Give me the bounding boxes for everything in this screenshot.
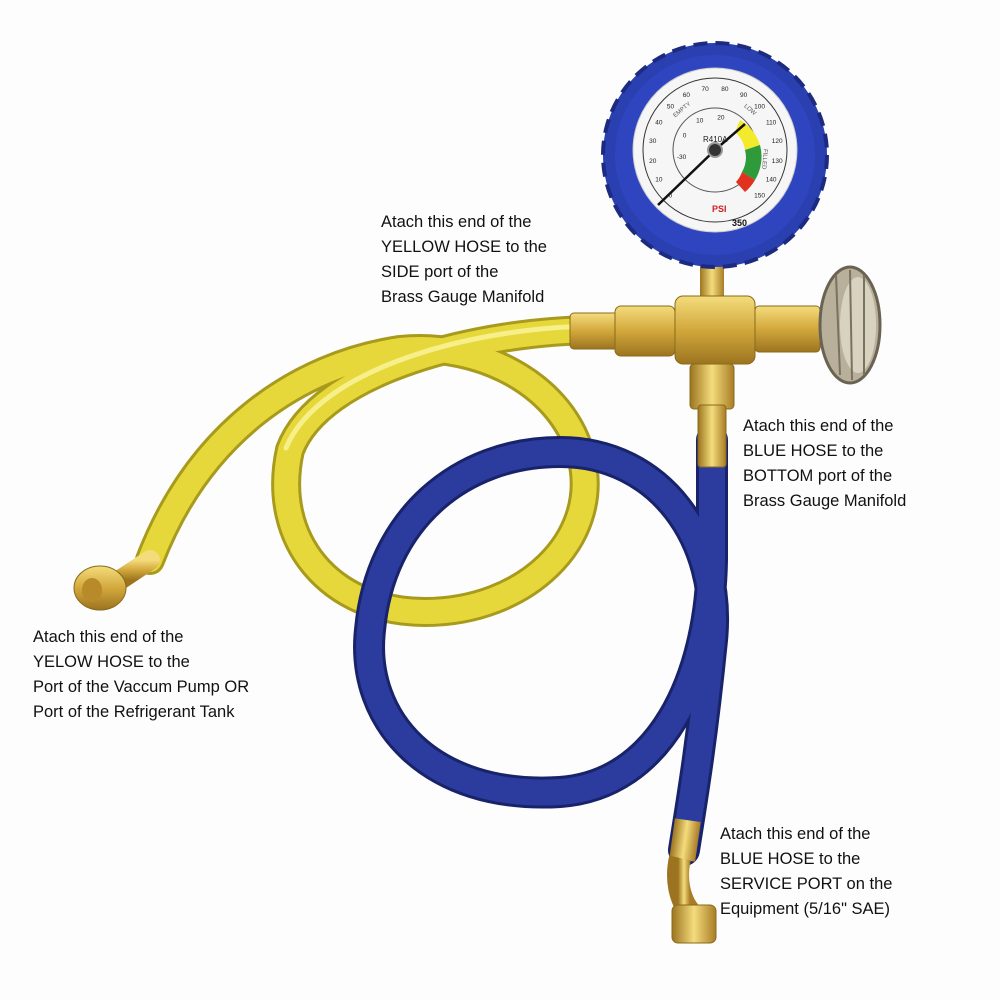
gauge-tick-label: 150	[754, 193, 765, 200]
gauge-tick-label: 140	[766, 177, 777, 184]
label-line: Atach this end of the	[381, 213, 532, 231]
label-line: Equipment (5/16" SAE)	[720, 900, 891, 918]
blue-hose-end-fitting	[667, 818, 717, 944]
gauge-tick-label: 80	[721, 86, 729, 93]
label-line: BOTTOM port of the	[743, 467, 893, 485]
pressure-gauge: R410A PSI 350 EMPTY LOW FILLED 010203040…	[601, 41, 829, 269]
gauge-tick-label: 40	[655, 119, 663, 126]
gauge-tick-label: 10	[655, 177, 663, 184]
blue-hose	[353, 424, 730, 866]
gauge-tick-label: 70	[702, 86, 710, 93]
gauge-tick-label: 50	[667, 103, 675, 110]
gauge-tick-label: 0	[683, 133, 687, 140]
gauge-tick-label: -30	[677, 154, 687, 161]
gauge-tick-label: 110	[766, 119, 777, 126]
yellow-hose-end-fitting	[73, 550, 160, 611]
label-line: BLUE HOSE to the	[720, 850, 861, 868]
label-line: YELOW HOSE to the	[33, 653, 190, 671]
yellow-hose	[135, 315, 615, 628]
label-line: Port of the Vaccum Pump OR	[33, 678, 250, 696]
label-line: BLUE HOSE to the	[743, 442, 884, 460]
gauge-tick-label: 30	[649, 138, 657, 145]
gauge-tick-label: 20	[717, 115, 725, 122]
valve-knob	[818, 265, 882, 385]
label-line: Atach this end of the	[720, 825, 871, 843]
gauge-tick-label: 20	[649, 158, 657, 165]
label-yellow-side-port: Atach this end of the YELLOW HOSE to the…	[381, 210, 547, 310]
gauge-tick-label: 10	[696, 118, 704, 125]
label-blue-bottom-port: Atach this end of the BLUE HOSE to the B…	[743, 414, 906, 514]
label-blue-service-port: Atach this end of the BLUE HOSE to the S…	[720, 822, 892, 922]
gauge-zone-filled: FILLED	[760, 149, 768, 170]
label-line: YELLOW HOSE to the	[381, 238, 547, 256]
gauge-tick-label: 120	[772, 138, 783, 145]
gauge-refrigerant: R410A	[703, 135, 728, 144]
label-line: Atach this end of the	[33, 628, 184, 646]
label-line: SERVICE PORT on the	[720, 875, 893, 893]
label-line: Atach this end of the	[743, 417, 894, 435]
label-line: Brass Gauge Manifold	[381, 288, 545, 306]
gauge-tick-label: 60	[683, 92, 691, 99]
gauge-tick-label: 130	[772, 158, 783, 165]
label-line: Brass Gauge Manifold	[743, 492, 907, 510]
gauge-tick-label: 0	[669, 193, 673, 200]
label-line: SIDE port of the	[381, 263, 499, 281]
gauge-unit: PSI	[712, 204, 727, 214]
gauge-max-label: 350	[732, 218, 747, 228]
gauge-tick-label: 100	[754, 103, 765, 110]
label-yellow-pump-port: Atach this end of the YELOW HOSE to the …	[33, 625, 249, 725]
label-line: Port of the Refrigerant Tank	[33, 703, 235, 721]
gauge-tick-label: 90	[740, 92, 748, 99]
